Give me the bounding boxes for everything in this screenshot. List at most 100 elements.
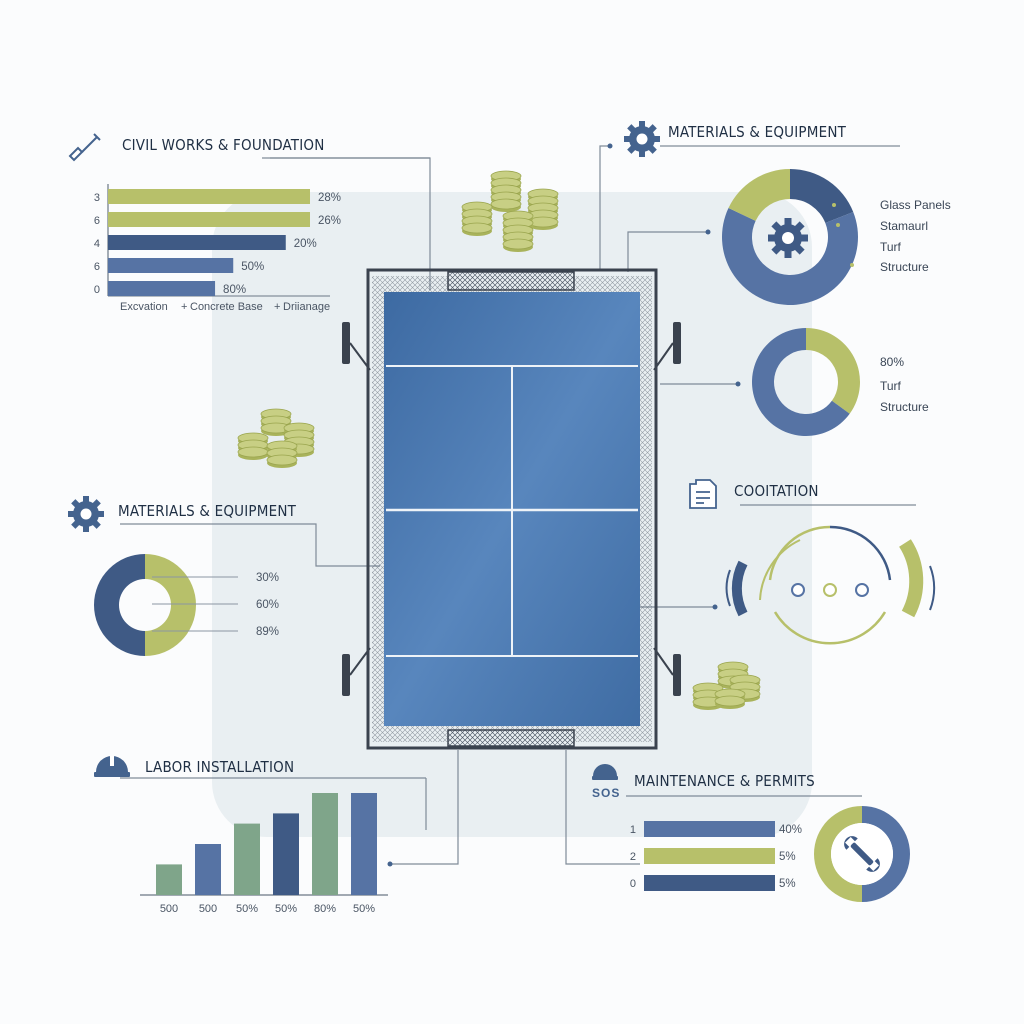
coin [266, 454, 298, 466]
connector-lines [120, 143, 916, 867]
donut-slice [806, 328, 860, 414]
cooitation-gauge [725, 525, 936, 645]
civil-category-label: 6 [94, 215, 100, 227]
court-net-bottom [447, 729, 575, 747]
coin [490, 198, 522, 210]
cooitation-section: COOITATION [689, 479, 936, 645]
labor-section: LABOR INSTALLATION 500 500 50% 50% 80% 50% [94, 756, 388, 915]
labor-category-label: 80% [314, 903, 336, 915]
maintenance-bar [644, 821, 775, 837]
labor-title: LABOR INSTALLATION [145, 758, 294, 776]
materials-top-title: MATERIALS & EQUIPMENT [668, 123, 847, 141]
maintenance-section: SOS MAINTENANCE & PERMITS 1 40% 2 5% 0 5% [592, 764, 910, 902]
labor-bar-chart: 500 500 50% 50% 80% 50% [140, 793, 388, 915]
maintenance-value-label: 5% [779, 878, 796, 890]
labor-category-label: 50% [275, 903, 297, 915]
legend-dot [832, 203, 836, 207]
padel-court [342, 268, 681, 750]
maintenance-value-label: 40% [779, 824, 802, 836]
civil-bar [108, 281, 216, 296]
cooitation-title: COOITATION [734, 482, 819, 500]
maintenance-category-label: 0 [630, 878, 636, 890]
labor-bar [195, 844, 221, 895]
materials-legend-label: Glass Panels [880, 198, 951, 212]
legend-dot [836, 223, 840, 227]
civil-bar [108, 235, 286, 250]
donut-slice [752, 328, 850, 436]
maintenance-bar [644, 875, 775, 891]
labor-category-label: 500 [199, 903, 217, 915]
maintenance-category-label: 1 [630, 824, 636, 836]
donut-slice [862, 806, 910, 902]
maintenance-value-label: 5% [779, 851, 796, 863]
coin [502, 238, 534, 250]
turf-legend-label: Turf [880, 379, 902, 393]
civil-value-label: 50% [241, 261, 264, 273]
materials-top-section: MATERIALS & EQUIPMENT Glass PanelsStamau… [624, 121, 951, 306]
donut-slice [790, 169, 854, 224]
document-icon [689, 479, 717, 509]
donut-slice [814, 806, 862, 902]
materials-legend-label: Stamaurl [880, 219, 928, 233]
labor-bar [156, 864, 182, 895]
civil-x-label: Concrete Base [190, 301, 263, 313]
civil-category-label: 4 [94, 238, 100, 250]
civil-category-label: 6 [94, 261, 100, 273]
civil-x-separator: + [274, 301, 280, 313]
civil-value-label: 80% [223, 284, 246, 296]
coin [461, 222, 493, 234]
civil-works-title: CIVIL WORKS & FOUNDATION [122, 136, 325, 154]
civil-value-label: 26% [318, 215, 341, 227]
maintenance-bar-chart: 1 40% 2 5% 0 5% [630, 821, 802, 891]
donut-slice [728, 169, 790, 221]
sos-label: SOS [592, 786, 620, 800]
labor-bar [312, 793, 338, 895]
maintenance-bar [644, 848, 775, 864]
wrench-icon [844, 836, 880, 872]
materials-legend-label: Structure [880, 260, 929, 274]
labor-category-label: 500 [160, 903, 178, 915]
court-frame [366, 268, 658, 750]
court-light-posts [342, 322, 681, 696]
materials-left-section: MATERIALS & EQUIPMENT 30%60%89% [68, 496, 296, 656]
court-net-top [447, 271, 575, 291]
gauge-dot [823, 583, 837, 597]
materials-donut-chart [721, 169, 858, 306]
turf-donut-chart [752, 328, 860, 436]
gear-icon [68, 496, 104, 532]
civil-bar [108, 258, 234, 273]
gauge-dot [855, 583, 869, 597]
gear-icon [768, 218, 808, 258]
civil-bar [108, 212, 310, 227]
materials-left-legend-label: 89% [256, 626, 279, 638]
donut-slice [145, 554, 196, 656]
donut-slice [721, 208, 858, 306]
hard-hat-icon [592, 764, 618, 780]
labor-category-label: 50% [236, 903, 258, 915]
materials-left-donut-chart [94, 554, 196, 656]
civil-x-label: Driianage [283, 301, 330, 313]
civil-bar [108, 189, 310, 204]
civil-x-separator: + [181, 301, 187, 313]
labor-bar [234, 823, 260, 895]
coin [714, 695, 746, 707]
gear-icon [624, 121, 660, 157]
labor-bar [273, 813, 299, 895]
legend-dot [850, 263, 854, 267]
maintenance-category-label: 2 [630, 851, 636, 863]
civil-x-label: Excvation [120, 301, 168, 313]
materials-left-legend-label: 30% [256, 572, 279, 584]
legend-dot [844, 404, 848, 408]
maintenance-title: MAINTENANCE & PERMITS [634, 772, 815, 790]
labor-category-label: 50% [353, 903, 375, 915]
civil-category-label: 3 [94, 192, 100, 204]
materials-left-donut-legend: 30% 60% 89% [152, 572, 279, 638]
materials-legend-label: Turf [880, 240, 902, 254]
civil-value-label: 20% [294, 238, 317, 250]
materials-left-legend-label: 60% [256, 599, 279, 611]
